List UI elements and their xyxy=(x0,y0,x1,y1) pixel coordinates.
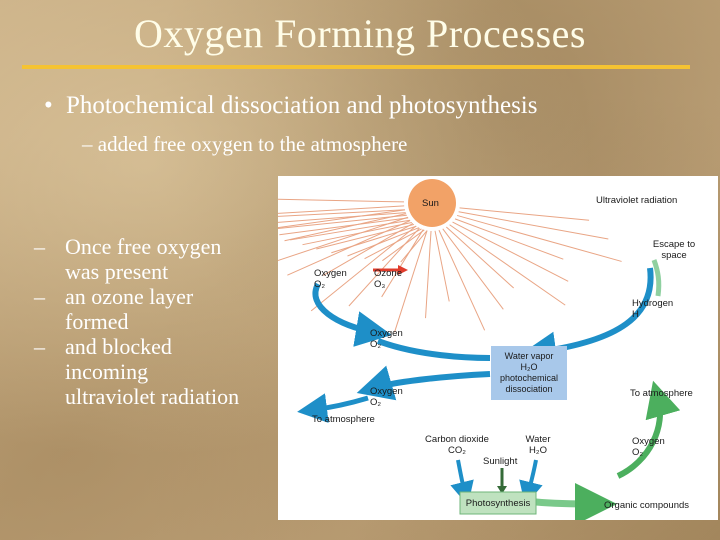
uv-arrowhead xyxy=(398,265,408,275)
sun-ray xyxy=(348,227,420,307)
sun-ray xyxy=(278,198,405,203)
sun-ray xyxy=(287,220,411,276)
sun-ray xyxy=(278,216,409,262)
uv-label: Ultraviolet radiation xyxy=(596,195,678,206)
sun-ray xyxy=(279,217,409,236)
photosynthesis-label: Photosynthesis xyxy=(465,498,531,509)
list-item-text: an ozone layer formed xyxy=(65,284,194,334)
sun-ray xyxy=(458,211,609,240)
sun-ray xyxy=(434,230,450,302)
oxygen-cycle-diagram: Sun Ultraviolet radiation Escape to spac… xyxy=(278,176,718,520)
title-underline xyxy=(22,65,690,69)
photosynthesis-box xyxy=(459,491,537,515)
sun-ray xyxy=(290,219,411,241)
water-vapor-box xyxy=(491,346,567,400)
water-arrow xyxy=(519,459,543,506)
sun-ray xyxy=(278,212,406,223)
sun-ray xyxy=(316,223,415,250)
sun-ray xyxy=(449,224,566,306)
sun-ray xyxy=(454,218,564,260)
dash-marker: – xyxy=(34,234,45,259)
sun-ray xyxy=(331,225,417,254)
dash-marker: – xyxy=(34,334,45,359)
sun-ray xyxy=(347,227,420,257)
ozone-left-arc xyxy=(312,282,392,347)
oxygen-up-arc xyxy=(616,380,681,479)
bullet-marker: • xyxy=(44,92,53,119)
sun-ray xyxy=(310,225,417,312)
list-item-text: Once free oxygen was present xyxy=(65,234,222,284)
list-item-text: and blocked incoming ultraviolet radiati… xyxy=(65,334,240,409)
main-bullet: • Photochemical dissociation and photosyn… xyxy=(44,92,537,120)
sun-ray xyxy=(302,221,412,246)
organic-arrow xyxy=(535,482,617,520)
sun-rays xyxy=(278,198,622,333)
to-atmosphere-right-label: To atmosphere xyxy=(630,388,693,399)
sub-bullet: – added free oxygen to the atmosphere xyxy=(82,132,408,156)
sun-ray xyxy=(364,228,422,260)
sun-ray xyxy=(278,209,405,229)
sunlight-arrowhead xyxy=(497,486,507,494)
sun-ray xyxy=(442,228,504,310)
main-bullet-text: Photochemical dissociation and photosynt… xyxy=(66,92,538,119)
list-item: –and blocked incoming ultraviolet radiat… xyxy=(34,334,244,409)
left-bullet-list: –Once free oxygen was present –an ozone … xyxy=(34,234,244,409)
sun-ray xyxy=(456,214,622,262)
sun-ray xyxy=(425,230,432,319)
sun-ray xyxy=(394,230,428,333)
organic-compounds-label: Organic compounds xyxy=(604,500,690,511)
sun-ray xyxy=(278,214,407,230)
sun-label: Sun xyxy=(422,198,439,209)
sun-ray xyxy=(438,229,486,331)
escape-arrow xyxy=(651,259,662,297)
sun-ray xyxy=(459,207,590,221)
sun-ray xyxy=(400,230,428,263)
list-item: –an ozone layer formed xyxy=(34,284,244,334)
sun-ray xyxy=(284,213,407,242)
sun-ray xyxy=(278,205,405,214)
sun-ray xyxy=(278,209,405,217)
dash-marker: – xyxy=(34,284,45,309)
to-atmosphere-left-label: To atmosphere xyxy=(312,414,375,425)
sun-circle xyxy=(408,179,456,227)
diagram-graphics xyxy=(278,179,681,520)
slide-title: Oxygen Forming Processes xyxy=(134,11,586,56)
sun-ray xyxy=(382,229,425,262)
escape-label: Escape to space xyxy=(652,239,696,261)
sun-ray xyxy=(446,226,515,289)
co2-arrow xyxy=(450,459,474,506)
sunlight-label: Sunlight xyxy=(483,456,518,467)
list-item: –Once free oxygen was present xyxy=(34,234,244,284)
sun-ray xyxy=(452,221,569,282)
sun-ray xyxy=(381,229,424,298)
to-atmosphere-left-arrow xyxy=(297,393,369,424)
box-to-oxygen-arc xyxy=(356,365,491,401)
